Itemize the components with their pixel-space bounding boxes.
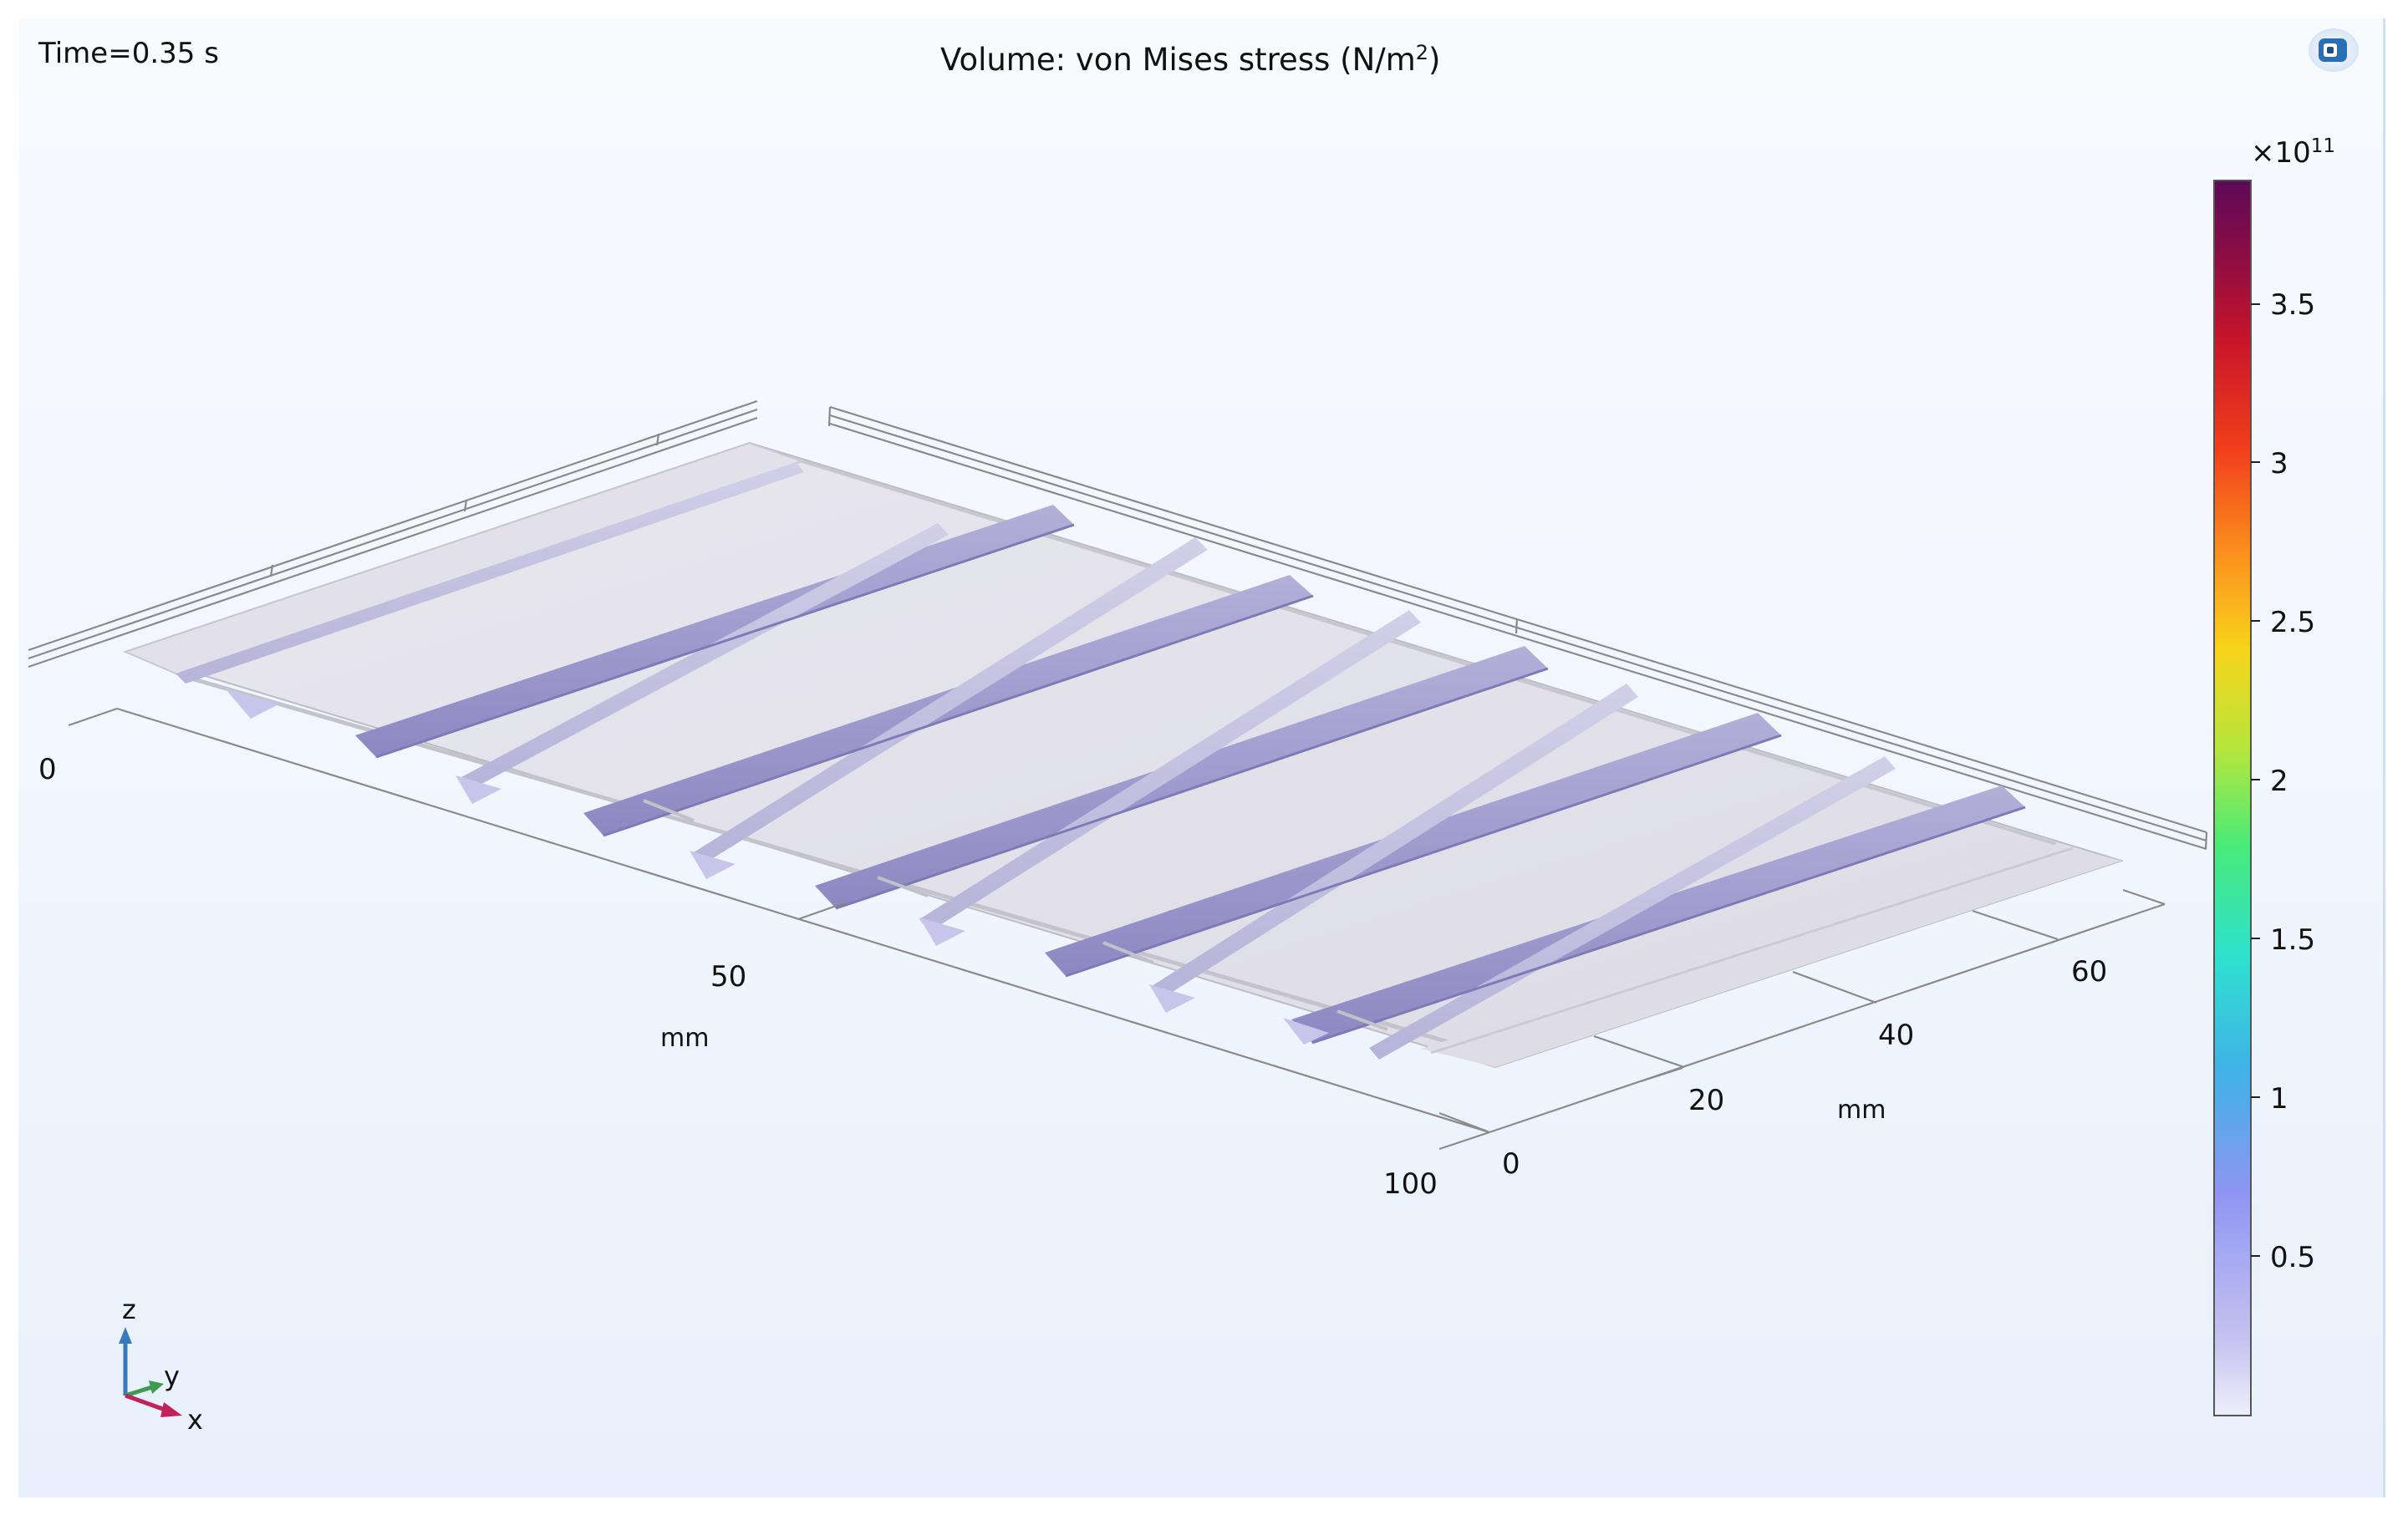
x-axis-labels: 0 50 100 mm bbox=[38, 753, 1438, 1201]
time-label: Time=0.35 s bbox=[38, 37, 219, 70]
y-tick-label: 0 bbox=[1502, 1147, 1520, 1181]
x-tick-label: 100 bbox=[1383, 1167, 1438, 1201]
deformed-plate bbox=[122, 441, 2125, 1069]
comsol-app-icon[interactable] bbox=[2307, 25, 2360, 75]
x-axis-arrowhead bbox=[160, 1402, 182, 1417]
plot-title-main: Volume: von Mises stress (N/m bbox=[940, 42, 1416, 78]
plot-title: Volume: von Mises stress (N/m2) bbox=[940, 42, 1440, 78]
z-axis-arrowhead bbox=[119, 1327, 132, 1344]
colorbar-multiplier-base: ×10 bbox=[2251, 136, 2311, 170]
bounding-box-front bbox=[68, 707, 2166, 1151]
x-axis-unit: mm bbox=[660, 1024, 709, 1053]
x-tick-label: 50 bbox=[710, 960, 746, 994]
y-axis-arrowhead bbox=[149, 1380, 164, 1394]
colorbar-tick: 0.5 bbox=[2270, 1241, 2315, 1274]
colorbar-gradient bbox=[2213, 180, 2252, 1416]
color-legend: ×1011 3.5 3 2.5 2 1.5 1 0.5 bbox=[2213, 135, 2335, 1416]
colorbar-tick: 1 bbox=[2270, 1082, 2288, 1116]
x-tick-label: 0 bbox=[38, 753, 57, 786]
y-tick-label: 40 bbox=[1878, 1019, 1914, 1052]
colorbar-tick: 2.5 bbox=[2270, 606, 2315, 639]
x-axis-arrow bbox=[125, 1393, 168, 1413]
y-axis-unit: mm bbox=[1837, 1096, 1886, 1125]
colorbar-multiplier: ×1011 bbox=[2251, 135, 2335, 170]
plot-title-exponent: 2 bbox=[1415, 40, 1429, 64]
y-axis-arrow bbox=[125, 1385, 153, 1398]
y-axis-labels: 0 20 40 60 mm bbox=[1502, 955, 2107, 1181]
plot-title-end: ) bbox=[1428, 42, 1441, 78]
bounding-box-back-left bbox=[28, 399, 758, 669]
stiffener-ribs bbox=[176, 462, 2026, 1060]
bounding-box-back-right bbox=[827, 405, 2208, 851]
triad-z-label: z bbox=[122, 1294, 136, 1325]
colorbar-tick: 3.5 bbox=[2270, 288, 2315, 322]
colorbar-tick: 3 bbox=[2270, 447, 2288, 480]
colorbar-tick: 2 bbox=[2270, 765, 2288, 798]
triad-y-label: y bbox=[164, 1360, 180, 1392]
colorbar-tick: 1.5 bbox=[2270, 923, 2315, 957]
y-tick-label: 60 bbox=[2071, 955, 2107, 989]
triad-x-label: x bbox=[187, 1404, 203, 1436]
colorbar-multiplier-exponent: 11 bbox=[2311, 135, 2335, 157]
axis-triad: z y x bbox=[119, 1294, 203, 1436]
viewport-border bbox=[2383, 18, 2385, 1497]
y-tick-label: 20 bbox=[1688, 1084, 1724, 1117]
